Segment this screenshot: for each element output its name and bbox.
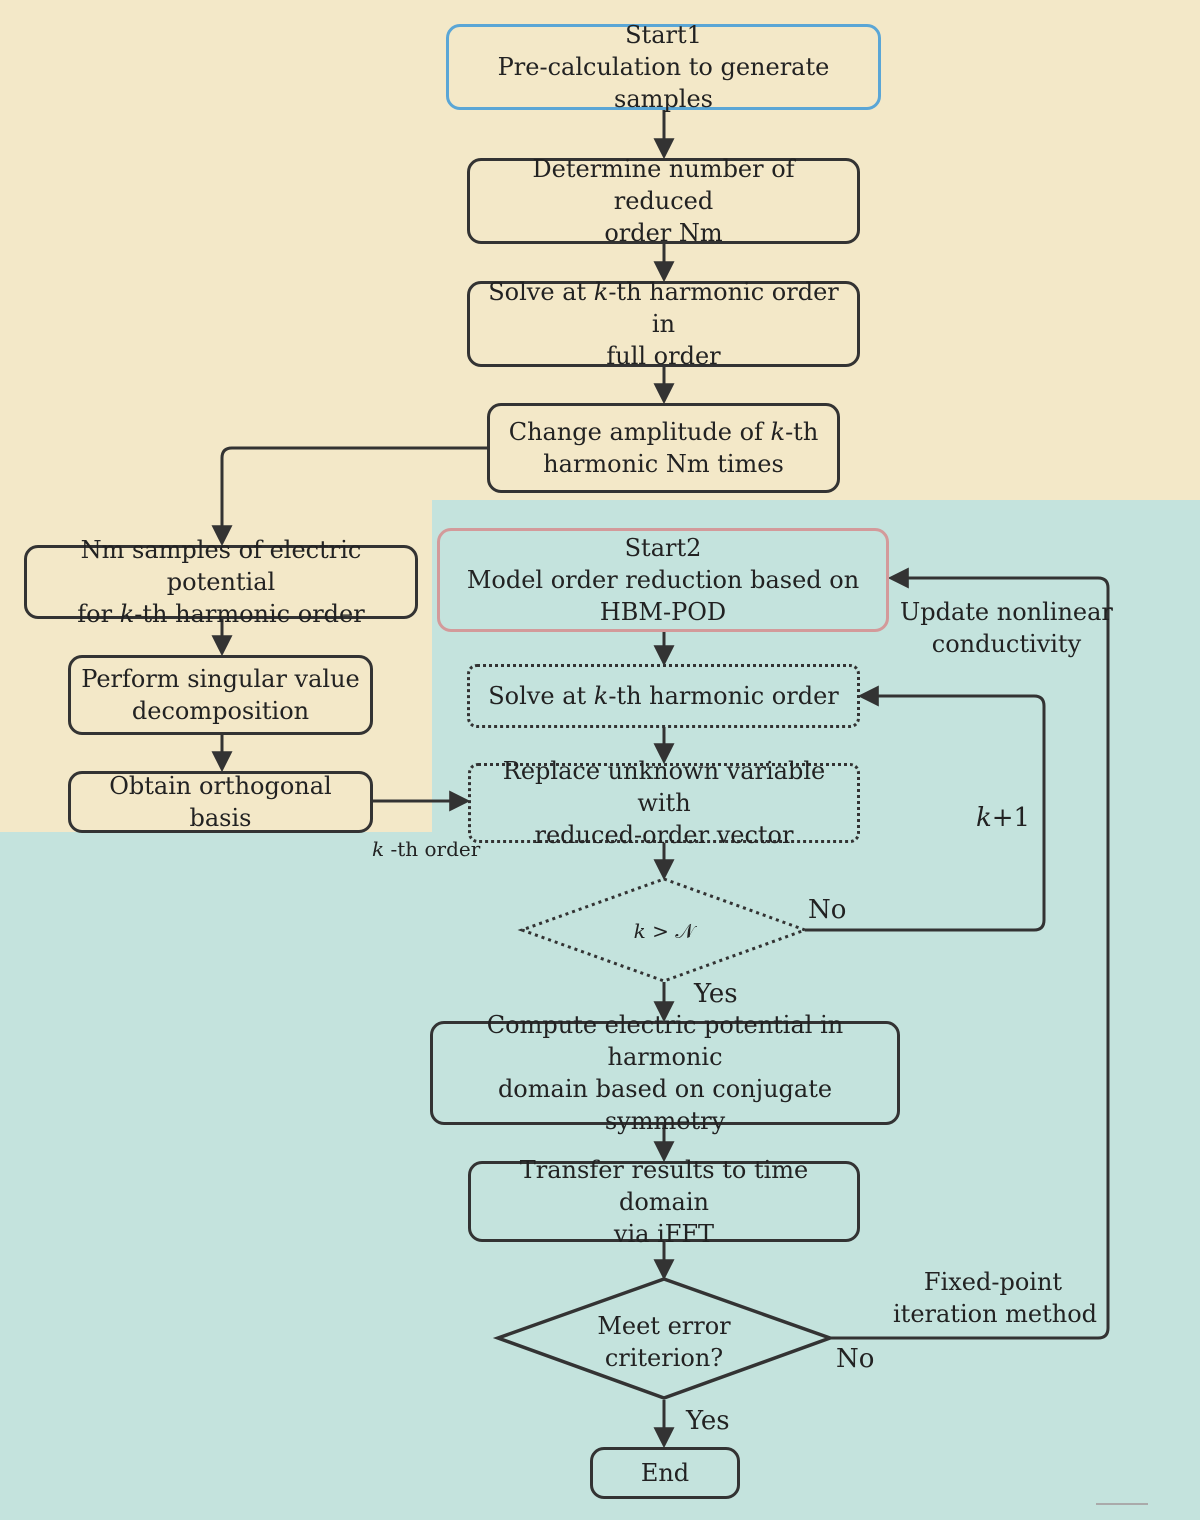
orthogonal-basis-box: Obtain orthogonal basis: [68, 771, 373, 833]
solve-k-label: Solve at 𝑘-th harmonic order: [488, 682, 839, 710]
svd-line1: Perform singular value: [81, 665, 360, 693]
basis-label: Obtain orthogonal basis: [109, 772, 332, 832]
transfer-time-domain-box: Transfer results to time domain via iFFT: [468, 1156, 860, 1248]
end-box: End: [590, 1447, 740, 1499]
update-line1: Update nonlinear: [900, 598, 1113, 626]
solve-full-line1: Solve at 𝑘-th harmonic order in: [488, 278, 839, 338]
start2-line2: Model order reduction based on: [466, 566, 860, 594]
svd-line2: decomposition: [131, 697, 310, 725]
decision-error-text: Meet error criterion?: [564, 1310, 764, 1374]
decision-error-yes: Yes: [686, 1406, 730, 1436]
fixed-point-line2: iteration method: [893, 1300, 1098, 1328]
start1-box: Start1 Pre-calculation to generate sampl…: [446, 21, 881, 113]
start2-line3: HBM-POD: [599, 598, 727, 626]
fixed-point-label: Fixed-point iteration method: [893, 1266, 1098, 1330]
fixed-point-line1: Fixed-point: [923, 1268, 1063, 1296]
solve-k-box: Solve at 𝑘-th harmonic order: [467, 664, 860, 728]
k-plus-1-label: 𝑘+1: [976, 803, 1031, 833]
reduced-order-line2: order Nm: [604, 219, 723, 247]
nm-samples-box: Nm samples of electric potential for 𝑘-t…: [24, 536, 418, 628]
solve-full-line2: full order: [606, 342, 721, 370]
decision-error-line2: criterion?: [604, 1344, 724, 1372]
replace-variable-box: Replace unknown variable with reduced-or…: [468, 757, 860, 849]
decision-error-diamond: [492, 1277, 836, 1400]
start2-box: Start2 Model order reduction based on HB…: [437, 528, 889, 632]
start1-subtitle: Pre-calculation to generate samples: [497, 53, 830, 113]
model-reduction-region: [432, 500, 1200, 835]
nm-samples-line1: Nm samples of electric potential: [80, 536, 362, 596]
decision-k-yes: Yes: [694, 979, 738, 1009]
reduced-order-box: Determine number of reduced order Nm: [467, 155, 860, 247]
decision-error-line1: Meet error: [597, 1312, 731, 1340]
solve-full-order-box: Solve at 𝑘-th harmonic order in full ord…: [467, 278, 860, 370]
replace-line1: Replace unknown variable with: [502, 757, 826, 817]
kth-order-label: 𝑘 -th order: [372, 837, 481, 861]
decision-error-no: No: [836, 1344, 875, 1374]
arrow-no-loop-error: [830, 567, 1110, 1340]
decision-k-no: No: [808, 895, 847, 925]
update-conductivity-label: Update nonlinear conductivity: [900, 596, 1113, 660]
decision-k-text: 𝑘 > 𝒩: [633, 919, 695, 943]
compute-line1: Compute electric potential in harmonic: [486, 1011, 844, 1071]
transfer-line1: Transfer results to time domain: [519, 1155, 809, 1216]
svd-box: Perform singular value decomposition: [68, 655, 373, 735]
start2-title: Start2: [624, 534, 702, 562]
decision-k-diamond: [517, 877, 810, 983]
compute-line2: domain based on conjugate symmetry: [497, 1075, 833, 1135]
arrow-no-loop-k: [805, 685, 1046, 932]
start1-title: Start1: [625, 21, 702, 49]
model-reduction-region-lower: [0, 832, 1200, 1520]
compute-potential-box: Compute electric potential in harmonic d…: [430, 1011, 900, 1135]
change-amplitude-box: Change amplitude of 𝑘-th harmonic Nm tim…: [487, 403, 840, 493]
replace-line2: reduced-order vector: [534, 821, 794, 849]
nm-samples-line2: for 𝑘-th harmonic order: [77, 600, 365, 628]
change-amp-line1: Change amplitude of 𝑘-th: [508, 418, 819, 446]
transfer-line2: via iFFT: [613, 1219, 715, 1248]
change-amp-line2: harmonic Nm times: [543, 450, 784, 478]
end-label: End: [640, 1459, 690, 1487]
arrow-change-to-samples: [211, 446, 487, 547]
update-line2: conductivity: [931, 630, 1082, 658]
reduced-order-line1: Determine number of reduced: [532, 155, 795, 215]
